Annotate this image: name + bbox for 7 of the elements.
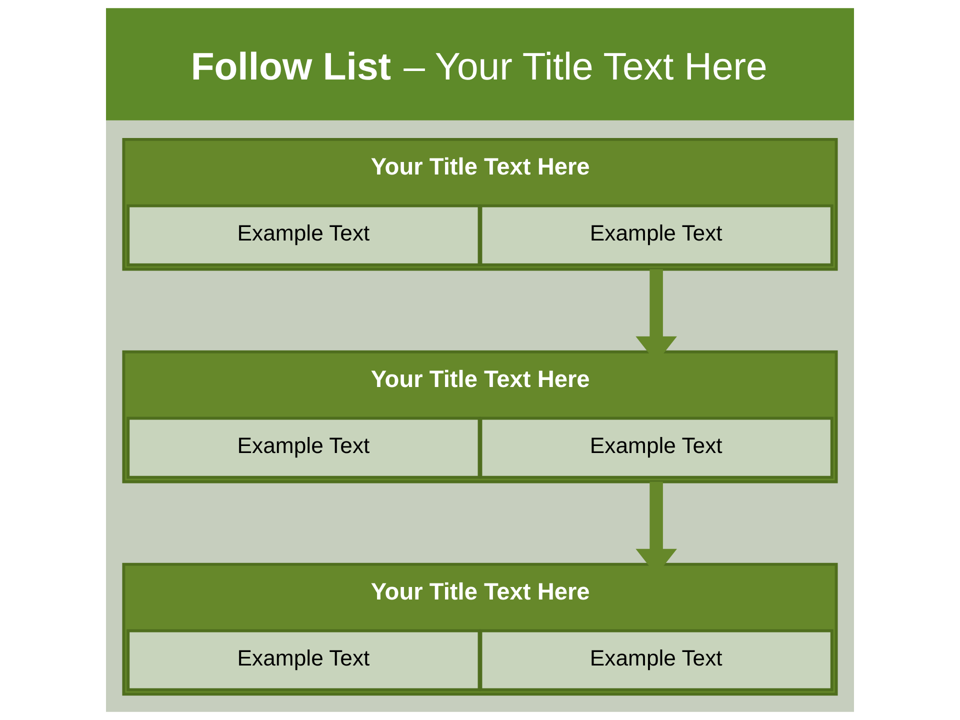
node-box: Example Text [479, 629, 834, 692]
node-box: Example Text [126, 629, 481, 692]
node-box: Example Text [479, 204, 834, 266]
node-box: Example Text [479, 416, 834, 479]
node-box: Example Text [126, 204, 481, 266]
node-box: Example Text [126, 416, 481, 479]
diagram-title: Follow List – Your Title Text Here [190, 45, 768, 88]
